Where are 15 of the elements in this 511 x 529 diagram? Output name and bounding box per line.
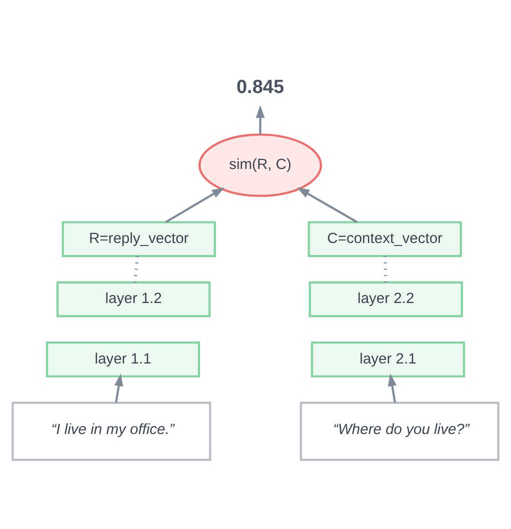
- connector: [133, 255, 139, 282]
- node-box: “Where do you live?”: [300, 401, 500, 460]
- node-box: layer 2.2: [308, 280, 463, 317]
- arrow: [296, 186, 358, 223]
- node-box: R=reply_vector: [62, 220, 216, 257]
- node-text: 0.845: [236, 76, 284, 98]
- arrow: [256, 104, 265, 134]
- node-box: C=context_vector: [308, 220, 462, 257]
- node-box: layer 2.1: [310, 341, 466, 377]
- arrow: [114, 373, 124, 402]
- arrow: [388, 373, 397, 402]
- node-box: layer 1.2: [56, 280, 211, 317]
- node-box: “I live in my office.”: [12, 401, 212, 460]
- arrow: [165, 186, 225, 223]
- node-box: layer 1.1: [46, 341, 200, 377]
